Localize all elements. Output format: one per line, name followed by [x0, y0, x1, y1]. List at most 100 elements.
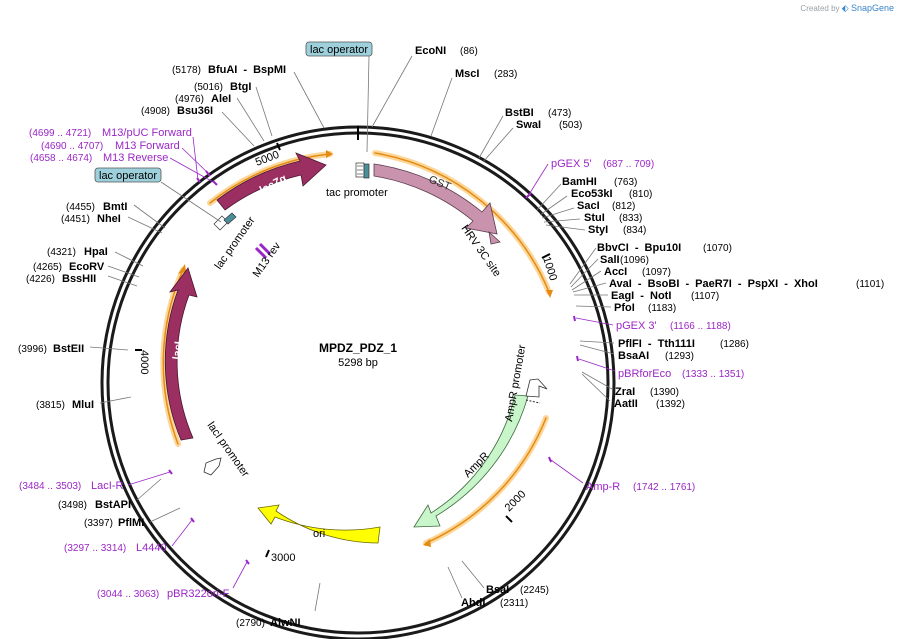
primer-marks — [168, 170, 579, 565]
enzyme-pos: (1392) — [656, 399, 685, 410]
enzyme-label[interactable]: BssHII — [62, 273, 96, 285]
enzyme-pos: (763) — [614, 177, 637, 188]
primer-pos: (4699 .. 4721) — [29, 128, 91, 139]
enzyme-label[interactable]: BsaAI — [618, 350, 649, 362]
enzyme-label[interactable]: PflMI — [118, 517, 144, 529]
primer-label[interactable]: pBRforEco — [618, 368, 671, 380]
snapgene-logo: ⬖ — [841, 3, 849, 13]
enzyme-pos: (4265) — [33, 262, 62, 273]
m13rev-label: M13 rev — [251, 240, 284, 280]
enzyme-pos: (1097) — [642, 267, 671, 278]
ori-feature[interactable]: ori — [257, 504, 381, 544]
enzyme-label[interactable]: BfuAI - BspMI — [208, 64, 286, 76]
enzyme-pos: (4226) — [26, 274, 55, 285]
enzyme-label[interactable]: StyI — [588, 224, 608, 236]
enzyme-label[interactable]: NheI — [97, 213, 121, 225]
primer-label[interactable]: M13/pUC Forward — [102, 127, 192, 139]
enzyme-label[interactable]: SacI — [577, 200, 600, 212]
enzyme-pos: (503) — [559, 120, 582, 131]
enzyme-pos: (1070) — [703, 243, 732, 254]
enzyme-pos: (1390) — [650, 387, 679, 398]
enzyme-pos: (473) — [548, 108, 571, 119]
ori-label: ori — [313, 528, 325, 540]
enzyme-pos: (3498) — [58, 500, 87, 511]
enzyme-pos: (4455) — [66, 202, 95, 213]
lac-operator-top-label: lac operator — [310, 44, 368, 56]
enzyme-label[interactable]: ZraI — [615, 386, 635, 398]
enzyme-label[interactable]: AlwNI — [270, 617, 301, 629]
primer-labels: pGEX 5' (687 .. 709) pGEX 3' (1166 .. 11… — [19, 127, 744, 600]
laci-feature[interactable]: lacI — [164, 267, 198, 441]
enzyme-label[interactable]: MscI — [455, 68, 479, 80]
credit-brand: SnapGene — [850, 3, 894, 13]
enzyme-label[interactable]: AvaI - BsoBI - PaeR7I - PspXI - XhoI — [609, 278, 818, 290]
snapgene-credit: Created by ⬖ SnapGene — [800, 3, 894, 14]
enzyme-pos: (1101) — [856, 279, 884, 290]
enzyme-label[interactable]: BtgI — [230, 81, 251, 93]
svg-text:lacI: lacI — [171, 341, 185, 361]
enzyme-label[interactable]: BstAPI — [95, 499, 131, 511]
enzyme-pos: (1293) — [665, 351, 694, 362]
enzyme-label[interactable]: BmtI — [103, 201, 127, 213]
m13rev-feature[interactable]: M13 rev — [251, 240, 284, 280]
lac-promoter[interactable]: lac promoter — [213, 212, 258, 272]
primer-label[interactable]: pGEX 5' — [551, 158, 592, 170]
svg-text:lac operator: lac operator — [99, 170, 157, 182]
enzyme-label[interactable]: BstBI — [505, 107, 534, 119]
primer-label[interactable]: M13 Reverse — [103, 152, 168, 164]
enzyme-label[interactable]: BstEII — [53, 343, 84, 355]
gst-feature[interactable]: GST — [373, 163, 498, 235]
ampr-promoter-label: AmpR promoter — [503, 344, 528, 423]
svg-text:AmpR promoter: AmpR promoter — [503, 344, 528, 423]
laci-label: lacI — [171, 341, 185, 361]
enzyme-label[interactable]: SalI — [600, 254, 620, 266]
enzyme-label[interactable]: AleI — [211, 93, 231, 105]
lac-operator-top[interactable]: lac operator — [305, 41, 373, 153]
enzyme-label[interactable]: PflFI - Tth111I — [618, 338, 695, 350]
tac-promoter[interactable]: tac promoter — [326, 162, 388, 199]
primer-label[interactable]: LacI-R — [91, 480, 123, 492]
enzyme-label[interactable]: AccI — [604, 266, 627, 278]
tac-promoter-label: tac promoter — [326, 187, 388, 199]
svg-text:lac operator: lac operator — [310, 44, 368, 56]
enzyme-pos: (3996) — [18, 344, 47, 355]
primer-label[interactable]: Amp-R — [586, 481, 620, 493]
primer-label[interactable]: L4440 — [136, 542, 167, 554]
tick-2000: 2000 — [503, 488, 529, 514]
laci-promoter[interactable]: lacI promoter — [203, 420, 251, 480]
enzyme-pos: (4451) — [61, 214, 90, 225]
svg-text:M13 rev: M13 rev — [251, 240, 284, 280]
primer-pos: (1333 .. 1351) — [682, 369, 744, 380]
enzyme-pos: (86) — [460, 46, 478, 57]
primer-label[interactable]: pBR322ori-F — [167, 588, 230, 600]
enzyme-label[interactable]: BamHI — [562, 176, 597, 188]
enzyme-label[interactable]: PfoI — [614, 302, 635, 314]
primer-label[interactable]: pGEX 3' — [616, 320, 657, 332]
enzyme-labels-right: EcoNI (86) MscI (283) BstBI (473) SwaI (… — [371, 45, 884, 609]
enzyme-label[interactable]: StuI — [584, 212, 605, 224]
enzyme-label[interactable]: EcoRV — [69, 261, 105, 273]
plasmid-name: MPDZ_PDZ_1 — [319, 341, 397, 355]
enzyme-label[interactable]: HpaI — [84, 246, 108, 258]
primer-pos: (4690 .. 4707) — [41, 141, 103, 152]
tick-3000: 3000 — [271, 552, 295, 564]
primer-pos: (1166 .. 1188) — [670, 321, 731, 332]
enzyme-label[interactable]: BsaI — [486, 584, 509, 596]
ampr-promoter[interactable]: AmpR promoter — [503, 344, 548, 423]
lac-operator-left[interactable]: lac operator — [94, 167, 222, 223]
primer-label[interactable]: M13 Forward — [115, 140, 180, 152]
enzyme-label[interactable]: SwaI — [516, 119, 541, 131]
lac-operator-left-label: lac operator — [99, 170, 157, 182]
enzyme-label[interactable]: AhdI — [461, 597, 485, 609]
enzyme-label[interactable]: Bsu36I — [177, 105, 213, 117]
enzyme-label[interactable]: EcoNI — [415, 45, 446, 57]
enzyme-pos: (4908) — [141, 106, 170, 117]
enzyme-labels-left: (2790) AlwNI (3397) PflMI (3498) BstAPI … — [18, 64, 325, 629]
enzyme-label[interactable]: BbvCI - Bpu10I — [597, 242, 681, 254]
enzyme-label[interactable]: EagI - NotI — [611, 290, 671, 302]
enzyme-label[interactable]: MluI — [72, 399, 94, 411]
plasmid-length: 5298 bp — [338, 357, 378, 369]
enzyme-label[interactable]: AatII — [614, 398, 638, 410]
enzyme-label[interactable]: Eco53kI — [571, 188, 613, 200]
